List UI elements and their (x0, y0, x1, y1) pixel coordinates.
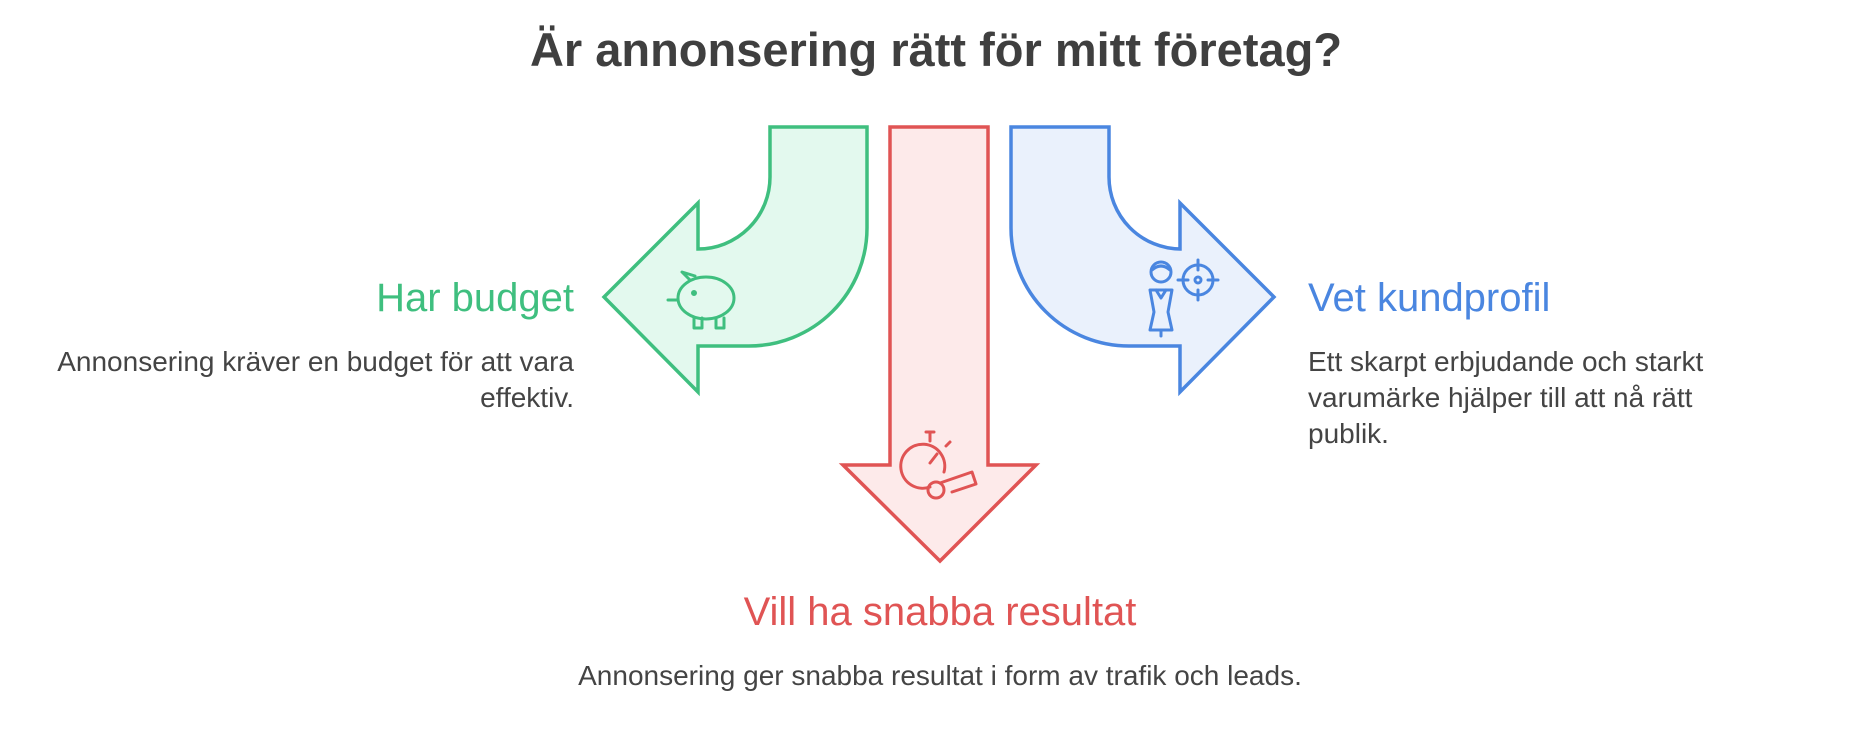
left-branch-heading: Har budget (376, 276, 574, 320)
diagram-title: Är annonsering rätt för mitt företag? (529, 23, 1343, 76)
person-target-icon (1148, 258, 1220, 338)
piggy-bank-icon (666, 270, 736, 330)
right-branch-heading: Vet kundprofil (1308, 276, 1551, 320)
right-branch-description: Ett skarpt erbjudande och starkt varumär… (1308, 346, 1704, 449)
left-branch-description: Annonsering kräver en budget för att var… (57, 346, 574, 413)
center-branch-description: Annonsering ger snabba resultat i form a… (578, 660, 1302, 691)
right-arrow (1009, 125, 1277, 397)
left-arrow (601, 125, 869, 397)
center-arrow (838, 125, 1041, 564)
stopwatch-whistle-icon (899, 430, 978, 500)
center-branch-heading: Vill ha snabba resultat (743, 590, 1137, 634)
